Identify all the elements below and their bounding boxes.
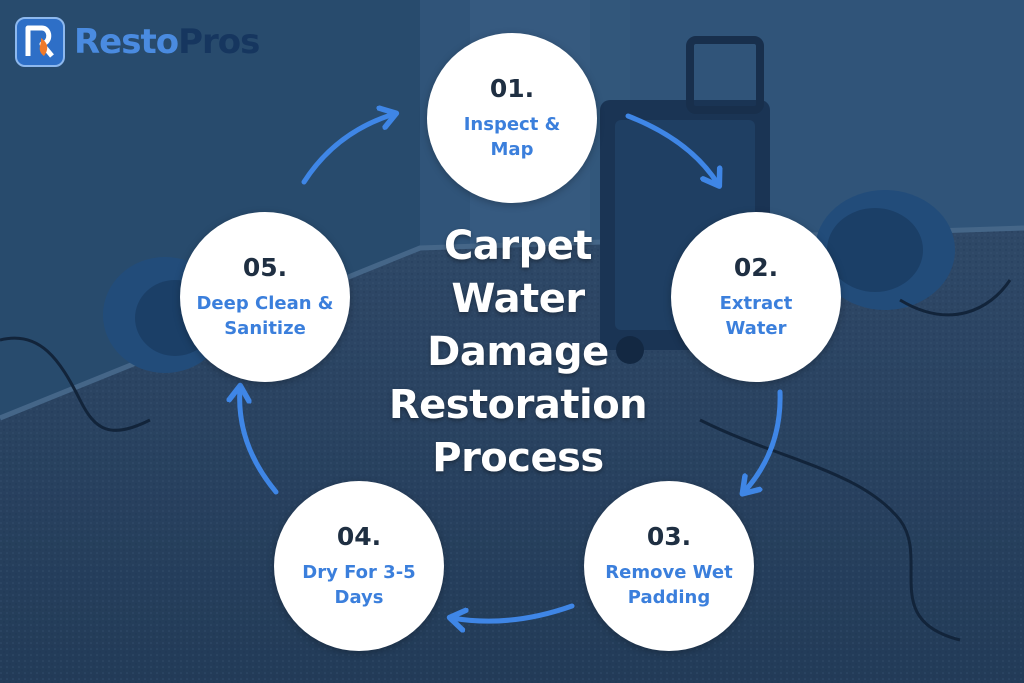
title-line: Restoration (388, 382, 648, 428)
step-5-circle: 05. Deep Clean & Sanitize (180, 212, 350, 382)
title-line: Carpet (444, 223, 592, 269)
process-title: Carpet Water Damage Restoration Process (368, 220, 668, 485)
step-number: 01. (489, 74, 535, 103)
title-line: Damage (427, 329, 609, 375)
step-2-circle: 02. Extract Water (671, 212, 841, 382)
flame-r-icon (15, 17, 65, 67)
brand-name: RestoPros (74, 16, 260, 68)
step-label: Dry For 3-5 Days (302, 562, 416, 608)
step-1-circle: 01. Inspect & Map (427, 33, 597, 203)
step-label: Inspect & Map (463, 114, 561, 160)
step-label: Deep Clean & Sanitize (196, 293, 334, 339)
step-3-circle: 03. Remove Wet Padding (584, 481, 754, 651)
step-label: Remove Wet Padding (605, 562, 733, 608)
step-number: 02. (733, 253, 779, 282)
step-label: Extract Water (719, 293, 793, 339)
brand-logo: RestoPros (14, 16, 260, 68)
step-number: 03. (646, 522, 692, 551)
title-line: Process (432, 435, 604, 481)
brand-name-resto: Resto (74, 22, 179, 62)
step-number: 04. (336, 522, 382, 551)
step-4-circle: 04. Dry For 3-5 Days (274, 481, 444, 651)
title-line: Water (451, 276, 585, 322)
step-number: 05. (242, 253, 288, 282)
brand-name-pros: Pros (178, 22, 260, 62)
